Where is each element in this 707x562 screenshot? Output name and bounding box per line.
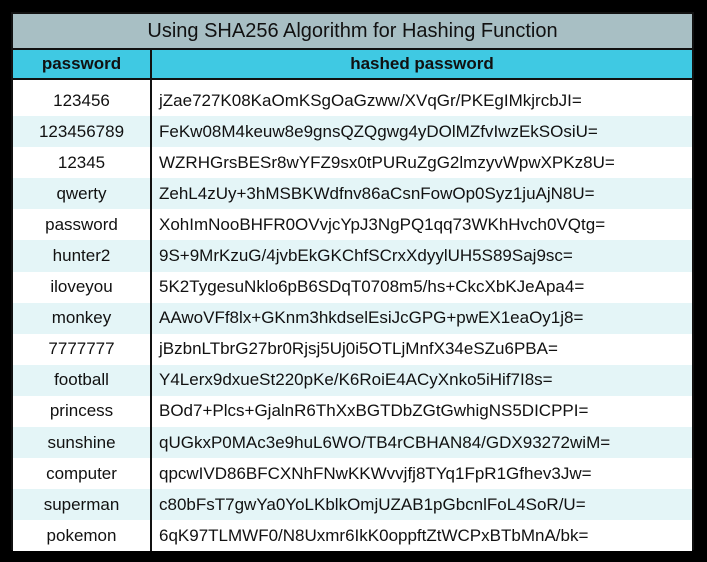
password-cell: password [13,209,152,241]
password-cell: sunshine [13,427,152,459]
hash-cell: qpcwIVD86BFCXNhFNwKKWvvjfj8TYq1FpR1Gfhev… [151,458,692,490]
password-cell: pokemon [13,520,152,552]
hash-cell: jBzbnLTbrG27br0Rjsj5Uj0i5OTLjMnfX34eSZu6… [151,333,692,365]
password-cell: qwerty [13,178,152,210]
hash-cell: Y4Lerx9dxueSt220pKe/K6RoiE4ACyXnko5iHif7… [151,364,692,396]
hash-cell: ZehL4zUy+3hMSBKWdfnv86aCsnFowOp0Syz1juAj… [151,178,692,210]
hash-cell: AAwoVFf8lx+GKnm3hkdselEsiJcGPG+pwEX1eaOy… [151,302,692,334]
header-row: password hashed password [13,50,692,80]
hash-cell: 9S+9MrKzuG/4jvbEkGKChfSCrxXdyylUH5S89Saj… [151,240,692,272]
table-title: Using SHA256 Algorithm for Hashing Funct… [13,14,692,50]
password-cell: computer [13,458,152,490]
column-header-hashed-password: hashed password [151,50,692,80]
password-cell: 7777777 [13,333,152,365]
hash-cell: XohImNooBHFR0OVvjcYpJ3NgPQ1qq73WKhHvch0V… [151,209,692,241]
column-header-password: password [13,50,152,80]
hash-cell: BOd7+Plcs+GjalnR6ThXxBGTDbZGtGwhigNS5DIC… [151,395,692,428]
password-cell: superman [13,489,152,521]
hash-cell: FeKw08M4keuw8e9gnsQZQgwg4yDOlMZfvIwzEkSO… [151,116,692,148]
password-cell: iloveyou [13,271,152,303]
password-cell: 12345 [13,147,152,179]
hash-cell: qUGkxP0MAc3e9huL6WO/TB4rCBHAN84/GDX93272… [151,427,692,459]
password-cell: 123456 [13,79,152,117]
password-cell: monkey [13,302,152,334]
password-cell: 123456789 [13,116,152,148]
password-cell: hunter2 [13,240,152,272]
password-cell: football [13,364,152,396]
hash-cell: 5K2TygesuNklo6pB6SDqT0708m5/hs+CkcXbKJeA… [151,271,692,303]
hash-cell: jZae727K08KaOmKSgOaGzww/XVqGr/PKEgIMkjrc… [151,79,692,117]
hash-cell: c80bFsT7gwYa0YoLKblkOmjUZAB1pGbcnlFoL4So… [151,489,692,521]
hash-table-card: Using SHA256 Algorithm for Hashing Funct… [11,12,694,552]
password-cell: princess [13,395,152,428]
hash-cell: WZRHGrsBESr8wYFZ9sx0tPURuZgG2lmzyvWpwXPK… [151,147,692,179]
hash-cell: 6qK97TLMWF0/N8Uxmr6IkK0oppftZtWCPxBTbMnA… [151,520,692,552]
